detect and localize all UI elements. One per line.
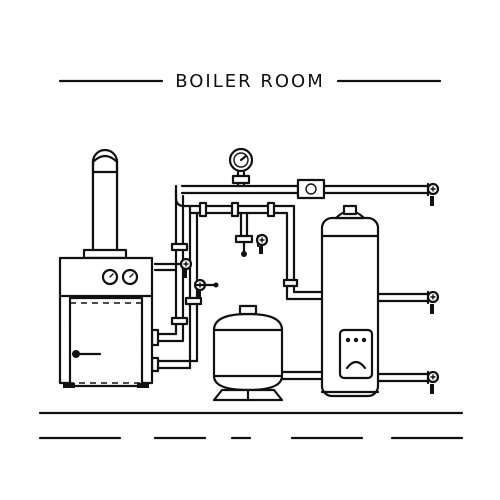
- chimney-pipe: [82, 148, 128, 260]
- valve-icon: [426, 370, 440, 394]
- page-title: BOILER ROOM: [163, 70, 337, 92]
- floor-lines: [38, 411, 464, 440]
- valve-icon: [193, 278, 219, 299]
- valve-icon: [426, 290, 440, 314]
- valve-icon: [426, 182, 440, 206]
- title-bar: BOILER ROOM: [0, 66, 500, 96]
- drain-valve-icon: [234, 211, 269, 257]
- pipe-network: [150, 181, 430, 385]
- flow-meter-icon: [296, 178, 326, 200]
- water-heater: [320, 204, 380, 398]
- boiler: [58, 256, 154, 388]
- expansion-tank: [212, 304, 284, 402]
- valve-icon: [153, 257, 193, 278]
- pressure-gauge-icon: [228, 147, 254, 188]
